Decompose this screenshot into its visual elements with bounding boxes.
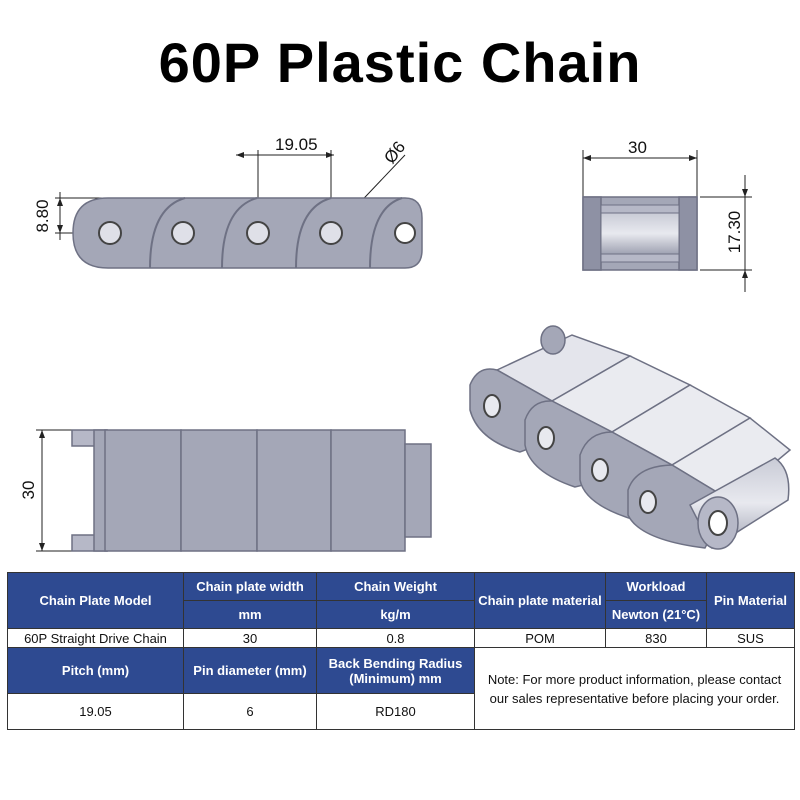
note-text: Note: For more product information, plea… bbox=[474, 647, 795, 730]
plan-view-drawing: 30 bbox=[19, 429, 432, 552]
height-dimension: 8.80 bbox=[33, 199, 52, 232]
width-top-dimension: 30 bbox=[628, 138, 647, 157]
header-pin-diameter: Pin diameter (mm) bbox=[183, 647, 317, 694]
header-weight: Chain Weight bbox=[316, 572, 475, 601]
pin-diameter-dimension: Ø6 bbox=[380, 138, 409, 168]
header-bending-radius: Back Bending Radius (Minimum) mm bbox=[316, 647, 475, 694]
isometric-view-drawing bbox=[469, 325, 792, 550]
side-height-dimension: 17.30 bbox=[725, 211, 744, 254]
end-view-drawing: 30 17.30 bbox=[582, 138, 752, 292]
value-model: 60P Straight Drive Chain bbox=[7, 628, 184, 648]
header-material: Chain plate material bbox=[474, 572, 606, 629]
value-pin-diameter: 6 bbox=[183, 693, 317, 730]
value-weight: 0.8 bbox=[316, 628, 475, 648]
chain-drawings: 19.05 Ø6 8.80 30 17.30 bbox=[19, 135, 792, 552]
header-width-unit: mm bbox=[183, 600, 317, 629]
page-title: 60P Plastic Chain bbox=[158, 31, 642, 94]
value-bending-radius: RD180 bbox=[316, 693, 475, 730]
value-pitch: 19.05 bbox=[7, 693, 184, 730]
value-width: 30 bbox=[183, 628, 317, 648]
header-pin-material: Pin Material bbox=[706, 572, 795, 629]
header-weight-unit: kg/m bbox=[316, 600, 475, 629]
header-workload: Workload bbox=[605, 572, 707, 601]
header-workload-unit: Newton (21°C) bbox=[605, 600, 707, 629]
value-workload: 830 bbox=[605, 628, 707, 648]
header-pitch: Pitch (mm) bbox=[7, 647, 184, 694]
width-plan-dimension: 30 bbox=[19, 481, 38, 500]
value-pin-material: SUS bbox=[706, 628, 795, 648]
header-width: Chain plate width bbox=[183, 572, 317, 601]
header-model: Chain Plate Model bbox=[7, 572, 184, 629]
value-material: POM bbox=[474, 628, 606, 648]
spec-table: Chain Plate Model Chain plate width Chai… bbox=[7, 572, 795, 730]
side-view-drawing: 19.05 Ø6 8.80 bbox=[33, 135, 423, 269]
pitch-dimension: 19.05 bbox=[275, 135, 318, 154]
